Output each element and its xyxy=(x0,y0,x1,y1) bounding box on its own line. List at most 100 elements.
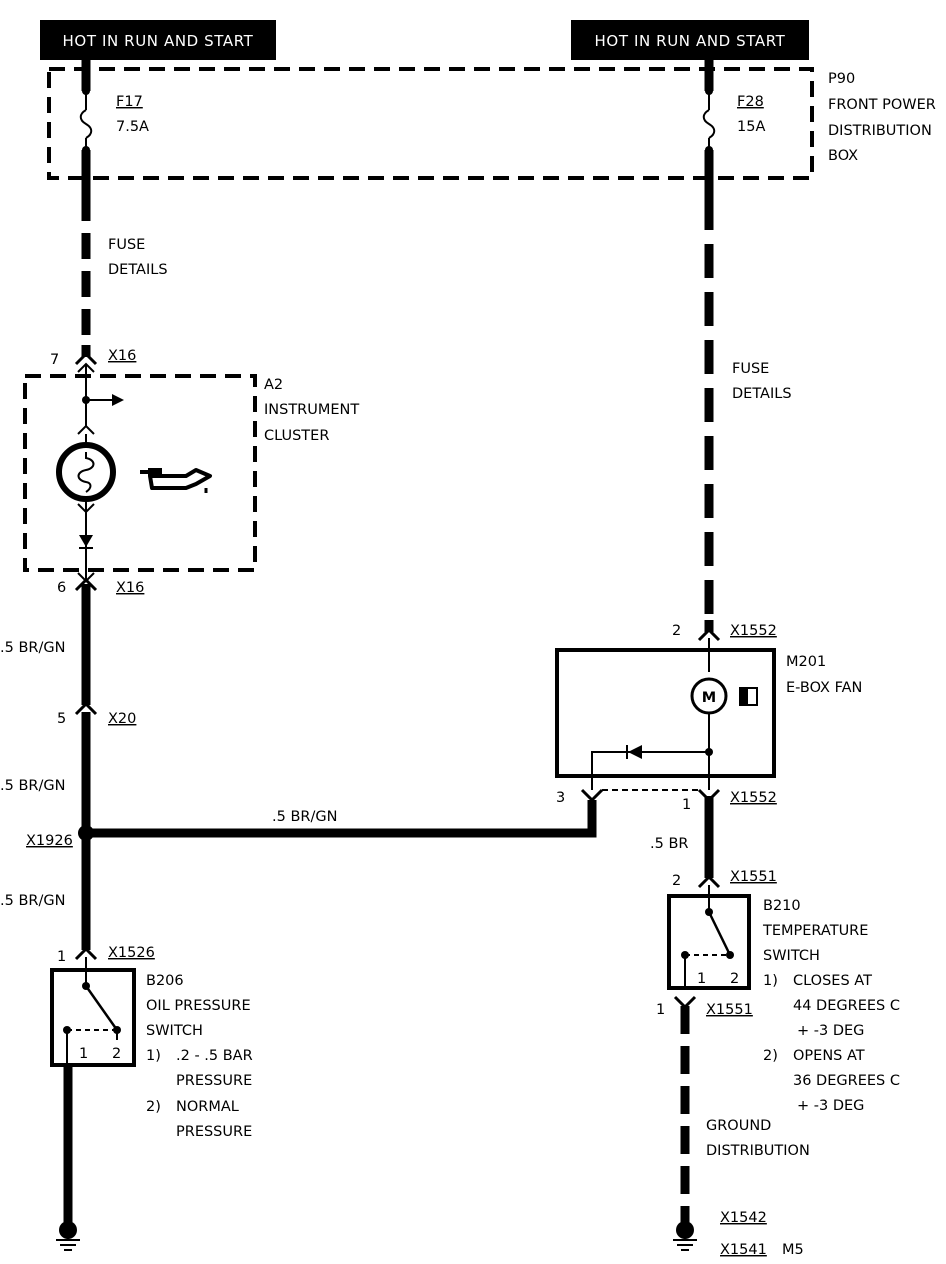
right-wire-label: .5 BR xyxy=(650,836,688,852)
fan-pin1: 1 xyxy=(682,797,691,813)
connector-x1551-top xyxy=(697,874,721,912)
instrument-cluster-outline xyxy=(23,374,257,572)
temp-switch-note2-2: 36 DEGREES C xyxy=(793,1073,900,1089)
temp-switch-name-2: SWITCH xyxy=(763,948,820,964)
temp-switch-pin-top: 2 xyxy=(672,873,681,889)
temp-switch-note1-3: + -3 DEG xyxy=(797,1023,864,1039)
cluster-name-1: INSTRUMENT xyxy=(264,402,359,418)
cluster-pin-top: 7 xyxy=(50,352,59,368)
oil-switch-note2-num: 2) xyxy=(146,1099,161,1115)
connector-x20 xyxy=(74,701,98,716)
fuse-f28-symbol xyxy=(702,87,716,154)
oil-switch-name-1: OIL PRESSURE xyxy=(146,998,251,1014)
fan-internal-diode xyxy=(591,745,713,790)
connector-x1552-top xyxy=(697,620,721,672)
distribution-box-outline xyxy=(47,67,814,180)
oil-switch-id: B206 xyxy=(146,973,184,989)
fan-name: E-BOX FAN xyxy=(786,680,862,696)
oil-switch-t2: 2 xyxy=(112,1046,121,1062)
oil-switch-pin: 1 xyxy=(57,949,66,965)
cluster-conn-top: X16 xyxy=(108,348,136,364)
left-fuse-details-1: FUSE xyxy=(108,237,145,253)
distribution-box-id: P90 xyxy=(828,71,855,87)
header-left-label: HOT IN RUN AND START xyxy=(63,32,254,50)
splice-label: X1926 xyxy=(26,833,73,849)
oil-warning-lamp-icon xyxy=(56,442,116,514)
oil-can-icon xyxy=(140,468,212,493)
fuse-f28-rating: 15A xyxy=(737,119,765,135)
fan-conn-bottom: X1552 xyxy=(730,790,777,806)
x20-conn: X20 xyxy=(108,711,136,727)
motor-letter: M xyxy=(702,690,716,706)
x20-pin: 5 xyxy=(57,711,66,727)
connector-x1551-bottom xyxy=(673,995,697,1010)
left-wire-label-1: .5 BR/GN xyxy=(0,640,65,656)
cluster-diode xyxy=(79,512,93,580)
distribution-box-name-3: BOX xyxy=(828,148,858,164)
temp-switch-note2-3: + -3 DEG xyxy=(797,1098,864,1114)
oil-switch-name-2: SWITCH xyxy=(146,1023,203,1039)
oil-switch-note1-1: .2 - .5 BAR xyxy=(176,1048,253,1064)
fan-pin3: 3 xyxy=(556,790,565,806)
header-left: HOT IN RUN AND START xyxy=(40,20,276,60)
temp-switch-name-1: TEMPERATURE xyxy=(762,923,868,939)
oil-switch-box xyxy=(50,968,136,1067)
ground-distribution-1: GROUND xyxy=(706,1118,771,1134)
left-fuse-details-2: DETAILS xyxy=(108,262,168,278)
left-wire-label-3: .5 BR/GN xyxy=(0,893,65,909)
temp-switch-contacts xyxy=(681,908,734,988)
oil-switch-contacts xyxy=(63,982,121,1065)
fan-id: M201 xyxy=(786,654,826,670)
oil-switch-t1: 1 xyxy=(79,1046,88,1062)
ground-conn-2: X1541 xyxy=(720,1242,767,1258)
oil-switch-conn: X1526 xyxy=(108,945,155,961)
fan-pin-top: 2 xyxy=(672,623,681,639)
temp-switch-note2-num: 2) xyxy=(763,1048,778,1064)
temp-switch-t1: 1 xyxy=(697,971,706,987)
cross-wire-label: .5 BR/GN xyxy=(272,809,337,825)
fan-conn-top: X1552 xyxy=(730,623,777,639)
left-wire-label-2: .5 BR/GN xyxy=(0,778,65,794)
temp-switch-pin-bottom: 1 xyxy=(656,1002,665,1018)
oil-switch-note2-1: NORMAL xyxy=(176,1099,239,1115)
distribution-box-name-2: DISTRIBUTION xyxy=(828,123,932,139)
temp-switch-box xyxy=(667,894,751,990)
fuse-f17-symbol xyxy=(79,87,93,154)
temp-switch-t2: 2 xyxy=(730,971,739,987)
header-right: HOT IN RUN AND START xyxy=(571,20,809,60)
cluster-internal-circuit xyxy=(77,394,124,444)
connector-fan-pin3 xyxy=(580,788,604,803)
ground-location: M5 xyxy=(782,1242,804,1258)
right-fuse-details-2: DETAILS xyxy=(732,386,792,402)
temp-switch-id: B210 xyxy=(763,898,801,914)
header-right-label: HOT IN RUN AND START xyxy=(595,32,786,50)
ground-distribution-2: DISTRIBUTION xyxy=(706,1143,810,1159)
fuse-f17-rating: 7.5A xyxy=(116,119,149,135)
fuse-f17-id: F17 xyxy=(116,94,143,110)
distribution-box-name-1: FRONT POWER xyxy=(828,97,936,113)
connector-x1526 xyxy=(74,946,98,986)
temp-switch-conn-bottom: X1551 xyxy=(706,1002,753,1018)
fan-motor-icon: M xyxy=(690,677,728,752)
temp-switch-note1-num: 1) xyxy=(763,973,778,989)
right-ground-icon xyxy=(673,1221,697,1251)
temp-switch-conn-top: X1551 xyxy=(730,869,777,885)
temp-switch-note2-1: OPENS AT xyxy=(793,1048,865,1064)
right-fuse-details-1: FUSE xyxy=(732,361,769,377)
cluster-conn-bottom: X16 xyxy=(116,580,144,596)
cross-wire xyxy=(86,800,597,838)
cluster-id: A2 xyxy=(264,377,283,393)
oil-switch-note1-2: PRESSURE xyxy=(176,1073,252,1089)
fan-blade-icon xyxy=(739,687,758,706)
ground-conn-1: X1542 xyxy=(720,1210,767,1226)
fan-box xyxy=(555,648,776,778)
temp-switch-note1-1: CLOSES AT xyxy=(793,973,872,989)
cluster-pin-bottom: 6 xyxy=(57,580,66,596)
cluster-name-2: CLUSTER xyxy=(264,428,329,444)
oil-switch-note1-num: 1) xyxy=(146,1048,161,1064)
temp-switch-note1-2: 44 DEGREES C xyxy=(793,998,900,1014)
connector-x16-bottom xyxy=(74,572,98,592)
fuse-f28-id: F28 xyxy=(737,94,764,110)
oil-switch-note2-2: PRESSURE xyxy=(176,1124,252,1140)
